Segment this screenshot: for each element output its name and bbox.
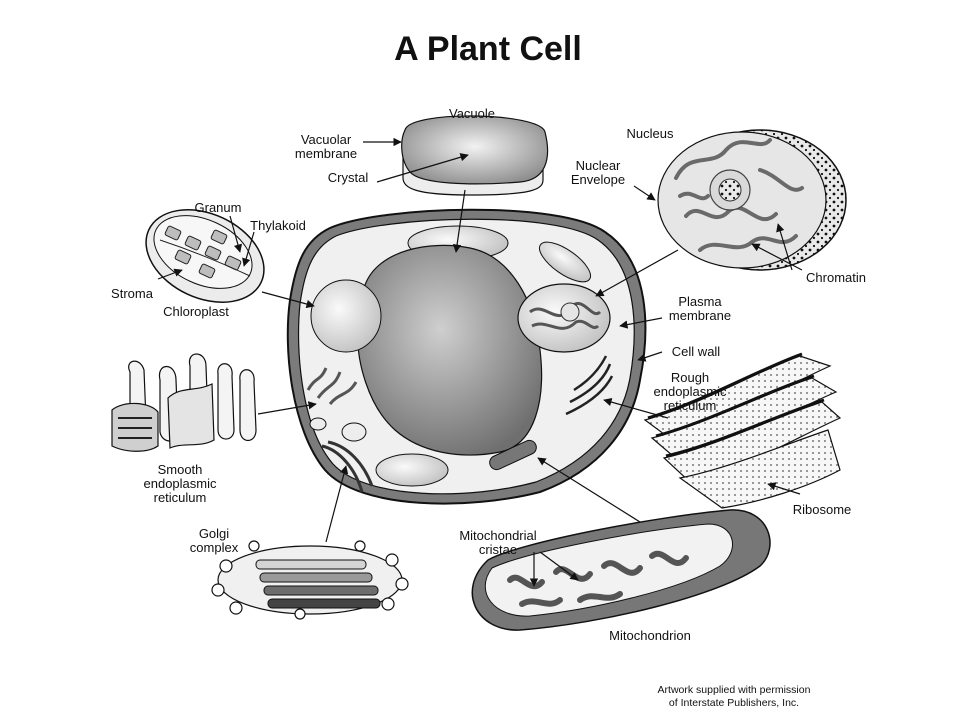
label-smooth-er-1: Smooth bbox=[158, 462, 203, 477]
cell-chloroplast bbox=[310, 279, 382, 353]
label-vacuole: Vacuole bbox=[449, 106, 495, 121]
page-title: A Plant Cell bbox=[394, 30, 582, 68]
label-chromatin: Chromatin bbox=[806, 270, 866, 285]
label-smooth-er-3: reticulum bbox=[154, 490, 207, 505]
central-cell bbox=[286, 208, 647, 505]
label-stroma: Stroma bbox=[111, 286, 154, 301]
label-vacuolar-membrane-1: Vacuolar bbox=[301, 132, 352, 147]
label-plasma-membrane-2: membrane bbox=[669, 308, 731, 323]
rough-er-inset bbox=[643, 352, 842, 509]
label-golgi-1: Golgi bbox=[199, 526, 229, 541]
label-rough-er-3: reticulum bbox=[664, 398, 717, 413]
label-crystal: Crystal bbox=[328, 170, 369, 185]
credit-line-2: of Interstate Publishers, Inc. bbox=[669, 697, 799, 709]
label-thylakoid: Thylakoid bbox=[250, 218, 306, 233]
label-chloroplast: Chloroplast bbox=[163, 304, 229, 319]
label-smooth-er-2: endoplasmic bbox=[144, 476, 217, 491]
label-mitochondrial-cristae-2: cristae bbox=[479, 542, 517, 557]
label-cell-wall: Cell wall bbox=[672, 344, 721, 359]
cell-granule-1 bbox=[341, 422, 367, 442]
label-rough-er-1: Rough bbox=[671, 370, 709, 385]
vacuole-inset bbox=[401, 115, 549, 196]
label-granum: Granum bbox=[195, 200, 242, 215]
label-nuclear-envelope-2: Envelope bbox=[571, 172, 625, 187]
cell-nucleus bbox=[517, 283, 611, 353]
label-plasma-membrane-1: Plasma bbox=[678, 294, 722, 309]
label-mitochondrial-cristae-1: Mitochondrial bbox=[459, 528, 536, 543]
golgi-inset bbox=[211, 540, 409, 620]
labels: Vacuole Vacuolar membrane Crystal Nucleu… bbox=[111, 106, 866, 643]
label-ribosome: Ribosome bbox=[793, 502, 852, 517]
label-mitochondrion: Mitochondrion bbox=[609, 628, 691, 643]
label-vacuolar-membrane-2: membrane bbox=[295, 146, 357, 161]
cell-rough-er bbox=[565, 355, 614, 416]
nucleus-inset bbox=[657, 129, 847, 271]
label-rough-er-2: endoplasmic bbox=[654, 384, 727, 399]
cell-organelle-top-right bbox=[538, 241, 592, 283]
label-nuclear-envelope-1: Nuclear bbox=[576, 158, 621, 173]
smooth-er-inset bbox=[111, 353, 257, 452]
leader-lines bbox=[157, 137, 803, 587]
cell-golgi bbox=[321, 440, 374, 493]
label-nucleus: Nucleus bbox=[627, 126, 674, 141]
mitochondrion-inset bbox=[471, 509, 771, 631]
cell-smooth-er bbox=[306, 367, 358, 406]
cell-vacuole-bottom bbox=[375, 453, 449, 487]
label-golgi-2: complex bbox=[190, 540, 239, 555]
cell-granule-2 bbox=[309, 417, 327, 431]
cell-mitochondrion bbox=[489, 439, 537, 471]
credit-line-1: Artwork supplied with permission bbox=[658, 684, 811, 696]
